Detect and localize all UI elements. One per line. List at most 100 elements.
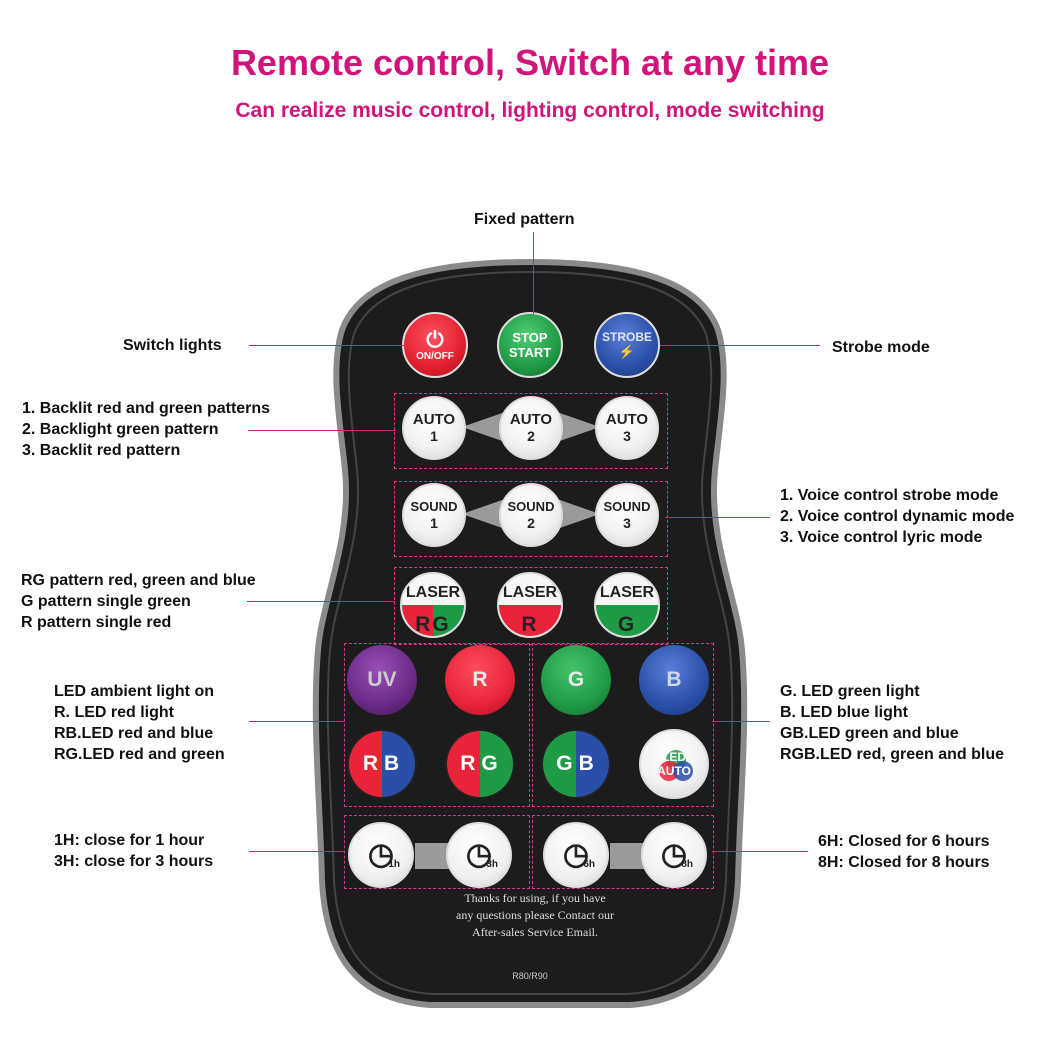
stop-start-button[interactable]: STOP START	[497, 312, 563, 378]
sound-notes: 1. Voice control strobe mode 2. Voice co…	[780, 485, 1014, 548]
clock-icon: ◷	[660, 838, 688, 871]
stop-label: STOP	[512, 330, 548, 345]
led-gb-label: GB	[556, 752, 600, 775]
laser-r-mode: R	[521, 613, 539, 636]
sound-note-3: 3. Voice control lyric mode	[780, 529, 983, 546]
power-button[interactable]: ⏻ ON/OFF	[402, 312, 468, 378]
auto-2-number: 2	[527, 428, 535, 444]
led-rg-button[interactable]: RG	[445, 729, 515, 799]
led-auto-line1: LED	[662, 750, 686, 764]
strobe-mode-label: Strobe mode	[832, 339, 930, 356]
led-gb-button[interactable]: GB	[541, 729, 611, 799]
timer-3h-button[interactable]: ◷ 3h	[446, 822, 512, 888]
auto-2-button[interactable]: AUTO 2	[499, 396, 563, 460]
led-right-note-3: GB.LED green and blue	[780, 725, 959, 742]
led-right-note-2: B. LED blue light	[780, 704, 908, 721]
led-r-label: R	[472, 668, 488, 691]
timer-left-notes: 1H: close for 1 hour 3H: close for 3 hou…	[54, 830, 213, 872]
led-gb-green-half	[543, 731, 576, 797]
callout-line-timer-right	[712, 851, 808, 852]
laser-rg-label: LASER	[405, 584, 461, 601]
led-g-label: G	[567, 668, 585, 691]
led-right-note-4: RGB.LED red, green and blue	[780, 746, 1005, 763]
led-right-note-1: G. LED green light	[780, 683, 920, 700]
sound-2-number: 2	[527, 515, 535, 531]
led-b-button[interactable]: B	[639, 645, 709, 715]
sound-3-label: SOUND	[603, 499, 651, 514]
clock-icon: ◷	[367, 838, 395, 871]
fixed-pattern-label: Fixed pattern	[474, 211, 575, 228]
laser-r-fill	[499, 605, 561, 636]
timer-6h-button[interactable]: ◷ 6h	[543, 822, 609, 888]
uv-button[interactable]: UV	[347, 645, 417, 715]
led-gb-blue-half	[576, 731, 609, 797]
page-title: Remote control, Switch at any time	[230, 42, 830, 83]
sound-3-number: 3	[623, 515, 631, 531]
sound-2-button[interactable]: SOUND 2	[499, 483, 563, 547]
thanks-line-1: Thanks for using, if you have	[464, 891, 606, 905]
led-rb-button[interactable]: RB	[347, 729, 417, 799]
led-r-button[interactable]: R	[445, 645, 515, 715]
auto-3-button[interactable]: AUTO 3	[595, 396, 659, 460]
auto-3-number: 3	[623, 428, 631, 444]
callout-line-fixed	[533, 232, 534, 314]
callout-line-sound	[665, 517, 770, 518]
auto-1-button[interactable]: AUTO 1	[402, 396, 466, 460]
laser-g-mode: G	[617, 613, 637, 636]
laser-g-fill	[596, 605, 658, 636]
timer-1h-button[interactable]: ◷ 1h	[348, 822, 414, 888]
led-rb-red-half	[349, 731, 382, 797]
timer-8h-button[interactable]: ◷ 8h	[641, 822, 707, 888]
uv-label: UV	[367, 668, 397, 691]
switch-lights-label: Switch lights	[123, 337, 222, 354]
led-auto-line2: AUTO	[657, 764, 691, 778]
clock-icon: ◷	[562, 838, 590, 871]
led-auto-button[interactable]: LED AUTO	[639, 729, 709, 799]
laser-g-label: LASER	[599, 584, 655, 601]
timer-1h-label: 1h	[388, 859, 400, 870]
sound-2-label: SOUND	[507, 499, 555, 514]
timer-3h-label: 3h	[486, 859, 498, 870]
auto-3-label: AUTO	[605, 411, 649, 428]
thanks-line-2: any questions please Contact our	[456, 908, 614, 922]
laser-rg-button[interactable]: LASER RG	[400, 572, 466, 638]
sound-1-button[interactable]: SOUND 1	[402, 483, 466, 547]
lightning-icon: ⚡	[618, 344, 636, 359]
strobe-button[interactable]: STROBE ⚡	[594, 312, 660, 378]
led-rg-label: RG	[460, 752, 504, 775]
callout-line-led-right	[712, 721, 770, 722]
start-label: START	[508, 345, 552, 360]
callout-line-led-left	[249, 721, 345, 722]
laser-note-1: RG pattern red, green and blue	[21, 572, 256, 589]
laser-r-label: LASER	[502, 584, 558, 601]
laser-g-button[interactable]: LASER G	[594, 572, 660, 638]
thanks-line-3: After-sales Service Email.	[471, 925, 599, 939]
auto-1-number: 1	[430, 428, 438, 444]
timer-8h-label: 8h	[681, 859, 693, 870]
rgb-circles-icon	[659, 750, 693, 781]
callout-line-auto	[248, 430, 396, 431]
sound-note-2: 2. Voice control dynamic mode	[780, 508, 1015, 525]
led-rg-green-half	[480, 731, 513, 797]
laser-note-3: R pattern single red	[21, 614, 172, 631]
laser-rg-mode: RG	[415, 613, 451, 636]
led-left-note-1: LED ambient light on	[54, 683, 214, 700]
sound-3-button[interactable]: SOUND 3	[595, 483, 659, 547]
callout-line-strobe	[660, 345, 820, 346]
auto-note-1: 1. Backlit red and green patterns	[22, 400, 271, 417]
auto-2-label: AUTO	[509, 411, 553, 428]
auto-1-label: AUTO	[412, 411, 456, 428]
auto-note-3: 3. Backlit red pattern	[22, 442, 181, 459]
page-subtitle: Can realize music control, lighting cont…	[235, 99, 825, 122]
timer-left-note-2: 3H: close for 3 hours	[54, 853, 214, 870]
led-g-button[interactable]: G	[541, 645, 611, 715]
led-left-notes: LED ambient light on R. LED red light RB…	[54, 681, 225, 765]
laser-note-2: G pattern single green	[21, 593, 191, 610]
laser-r-button[interactable]: LASER R	[497, 572, 563, 638]
timer-6h-label: 6h	[583, 859, 595, 870]
laser-notes: RG pattern red, green and blue G pattern…	[21, 570, 256, 633]
callout-line-timer-left	[249, 851, 345, 852]
led-left-note-2: R. LED red light	[54, 704, 174, 721]
led-left-note-4: RG.LED red and green	[54, 746, 225, 763]
timer-right-note-2: 8H: Closed for 8 hours	[818, 854, 990, 871]
